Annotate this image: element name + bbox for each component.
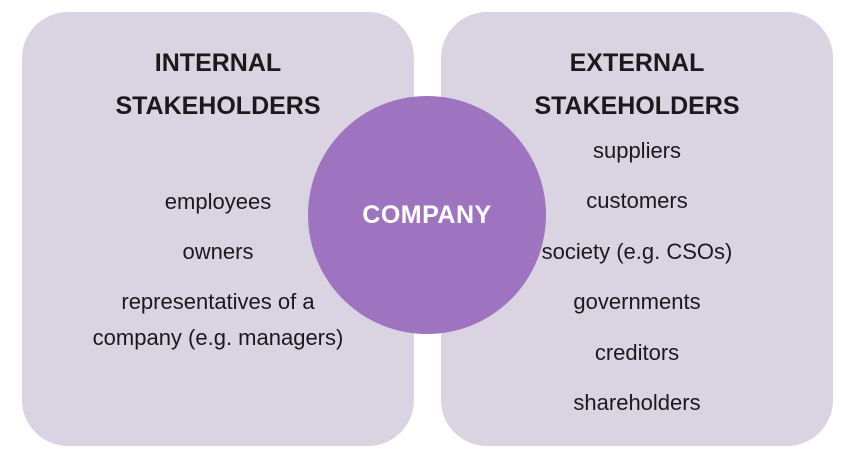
external-item-society: society (e.g. CSOs) <box>541 239 733 264</box>
company-label: COMPANY <box>362 200 492 229</box>
internal-stakeholders-title: INTERNAL STAKEHOLDERS <box>115 49 321 120</box>
company-circle: COMPANY <box>308 96 546 334</box>
external-item-suppliers: suppliers <box>592 138 682 163</box>
external-item-creditors: creditors <box>594 340 680 365</box>
internal-item-employees: employees <box>164 189 272 214</box>
external-item-customers: customers <box>586 188 688 213</box>
external-item-shareholders: shareholders <box>573 390 701 415</box>
internal-item-owners: owners <box>182 239 254 264</box>
external-item-governments: governments <box>573 289 701 314</box>
internal-item-representatives: representatives of a company (e.g. manag… <box>92 289 344 350</box>
external-stakeholders-title: EXTERNAL STAKEHOLDERS <box>534 49 740 120</box>
